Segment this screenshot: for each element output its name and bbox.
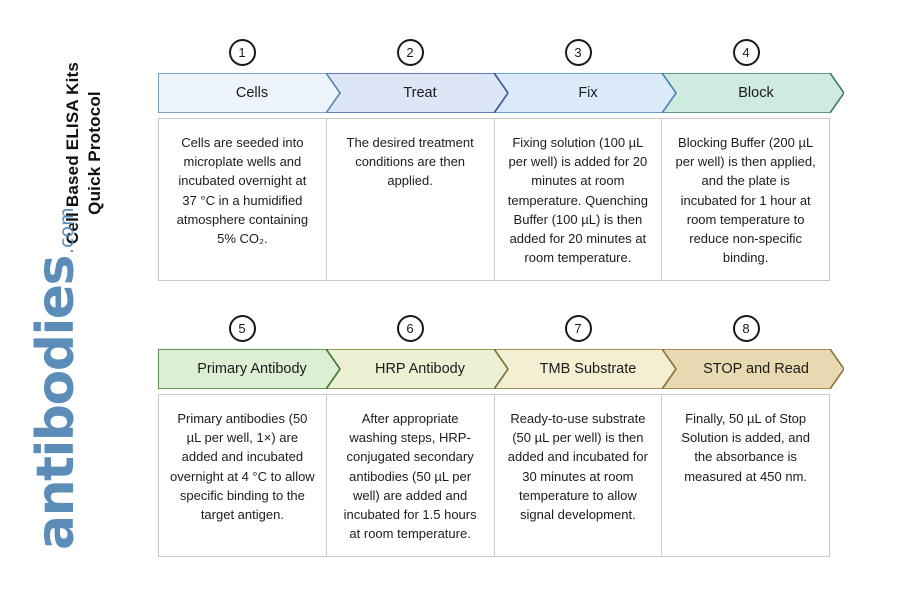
step-description-cell-3: Fixing solution (100 µL per well) is add… xyxy=(495,119,663,280)
protocol-title-line-2: Quick Protocol xyxy=(85,91,105,215)
step-chevron-3[interactable]: Fix xyxy=(494,73,676,113)
step-description-text: After appropriate washing steps, HRP-con… xyxy=(343,411,477,542)
step-description-text: Cells are seeded into microplate wells a… xyxy=(176,135,309,247)
step-description-band-1: Cells are seeded into microplate wells a… xyxy=(158,118,830,281)
step-number-cell: 2 xyxy=(326,36,494,68)
step-description-cell-1: Cells are seeded into microplate wells a… xyxy=(159,119,327,280)
step-label-7: TMB Substrate xyxy=(539,361,637,377)
step-number-badge-8: 8 xyxy=(732,314,760,342)
step-chevron-4[interactable]: Block xyxy=(662,73,844,113)
antibodies-logo: antibodies .com xyxy=(26,207,140,550)
step-chevron-2[interactable]: Treat xyxy=(326,73,508,113)
protocol-vertical-title: Cell Based ELISA Kits Quick Protocol xyxy=(62,18,162,288)
chevron-shape-icon xyxy=(158,349,340,389)
step-number-cell: 7 xyxy=(494,312,662,344)
step-number-cell: 6 xyxy=(326,312,494,344)
step-number-badge-6: 6 xyxy=(396,314,424,342)
step-number-badge-2: 2 xyxy=(396,38,424,66)
step-description-text: Primary antibodies (50 µL per well, 1×) … xyxy=(170,411,315,523)
protocol-row-2: 5 6 7 8 Primary Antibody HRP Antibody TMB S… xyxy=(158,312,844,557)
step-description-text: Fixing solution (100 µL per well) is add… xyxy=(507,135,648,266)
step-description-band-2: Primary antibodies (50 µL per well, 1×) … xyxy=(158,394,830,557)
chevron-shape-icon xyxy=(326,73,508,113)
chevron-shape-icon xyxy=(494,73,676,113)
step-label-3: Fix xyxy=(578,85,598,101)
step-number-cell: 3 xyxy=(494,36,662,68)
step-chevron-7[interactable]: TMB Substrate xyxy=(494,349,676,389)
step-number-badge-7: 7 xyxy=(564,314,592,342)
step-number-badge-4: 4 xyxy=(732,38,760,66)
step-label-6: HRP Antibody xyxy=(374,361,465,377)
step-description-cell-7: Ready-to-use substrate (50 µL per well) … xyxy=(495,395,663,556)
step-label-5: Primary Antibody xyxy=(197,361,307,377)
logo-wordmark: antibodies xyxy=(26,255,86,550)
step-label-8: STOP and Read xyxy=(703,361,809,377)
step-number-cell: 1 xyxy=(158,36,326,68)
step-description-cell-8: Finally, 50 µL of Stop Solution is added… xyxy=(662,395,829,556)
step-description-text: Blocking Buffer (200 µL per well) is the… xyxy=(675,135,816,266)
step-description-text: Finally, 50 µL of Stop Solution is added… xyxy=(681,411,810,484)
step-number-badge-1: 1 xyxy=(228,38,256,66)
step-chevron-6[interactable]: HRP Antibody xyxy=(326,349,508,389)
step-number-band-1: 1 2 3 4 xyxy=(158,36,830,68)
chevron-shape-icon xyxy=(158,73,340,113)
chevron-shape-icon xyxy=(662,349,844,389)
step-number-badge-3: 3 xyxy=(564,38,592,66)
chevron-shape-icon xyxy=(326,349,508,389)
step-number-band-2: 5 6 7 8 xyxy=(158,312,830,344)
step-number-cell: 4 xyxy=(662,36,830,68)
step-label-4: Block xyxy=(738,85,774,101)
step-number-cell: 5 xyxy=(158,312,326,344)
step-label-1: Cells xyxy=(235,85,269,101)
step-chevron-5[interactable]: Primary Antibody xyxy=(158,349,340,389)
chevron-band-1: Cells Treat Fix Block xyxy=(158,73,844,113)
chevron-band-2: Primary Antibody HRP Antibody TMB Substr… xyxy=(158,349,844,389)
chevron-shape-icon xyxy=(494,349,676,389)
logo-tld: .com xyxy=(56,207,78,254)
step-description-cell-6: After appropriate washing steps, HRP-con… xyxy=(327,395,495,556)
step-number-badge-5: 5 xyxy=(228,314,256,342)
step-number-cell: 8 xyxy=(662,312,830,344)
step-chevron-1[interactable]: Cells xyxy=(158,73,340,113)
step-description-cell-2: The desired treatment conditions are the… xyxy=(327,119,495,280)
step-description-text: Ready-to-use substrate (50 µL per well) … xyxy=(507,411,648,523)
step-chevron-8[interactable]: STOP and Read xyxy=(662,349,844,389)
step-description-cell-5: Primary antibodies (50 µL per well, 1×) … xyxy=(159,395,327,556)
protocol-title-line-1: Cell Based ELISA Kits xyxy=(63,61,82,245)
chevron-shape-icon xyxy=(662,73,844,113)
step-description-cell-4: Blocking Buffer (200 µL per well) is the… xyxy=(662,119,829,280)
protocol-row-1: 1 2 3 4 Cells Treat Fix Block Cells are see… xyxy=(158,36,844,281)
step-description-text: The desired treatment conditions are the… xyxy=(346,135,474,189)
step-label-2: Treat xyxy=(403,85,437,101)
